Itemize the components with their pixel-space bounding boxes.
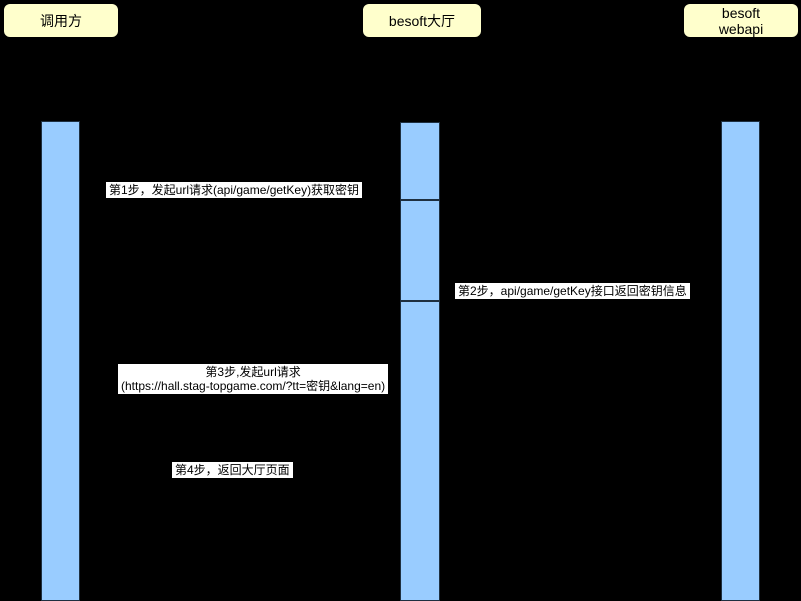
message-label-step4: 第4步，返回大厅页面 [172, 462, 293, 478]
actor-label-besoft-hall: besoft大厅 [388, 12, 456, 29]
actor-label-besoft-webapi-line1: besoft [721, 4, 761, 21]
actor-box-caller: 调用方 [2, 2, 120, 39]
activation-bar-besoft-hall-segment-2 [400, 200, 440, 301]
message-label-step3: 第3步,发起url请求 (https://hall.stag-topgame.c… [118, 364, 389, 394]
activation-bar-besoft-webapi [721, 121, 760, 601]
actor-box-besoft-hall: besoft大厅 [361, 2, 483, 39]
actor-box-besoft-webapi: besoft webapi [682, 2, 800, 39]
activation-bar-caller [41, 121, 80, 601]
message-label-step3-line2: (https://hall.stag-topgame.com/?tt=密钥&la… [121, 379, 386, 393]
actor-label-caller: 调用方 [40, 12, 82, 29]
actor-label-besoft-webapi-line2: webapi [718, 20, 764, 37]
message-label-step3-line1: 第3步,发起url请求 [205, 365, 301, 379]
message-label-step1: 第1步，发起url请求(api/game/getKey)获取密钥 [106, 182, 363, 198]
message-label-step2: 第2步，api/game/getKey接口返回密钥信息 [455, 283, 690, 299]
activation-bar-besoft-hall-segment-1 [400, 122, 440, 200]
activation-bar-besoft-hall-segment-3 [400, 301, 440, 601]
